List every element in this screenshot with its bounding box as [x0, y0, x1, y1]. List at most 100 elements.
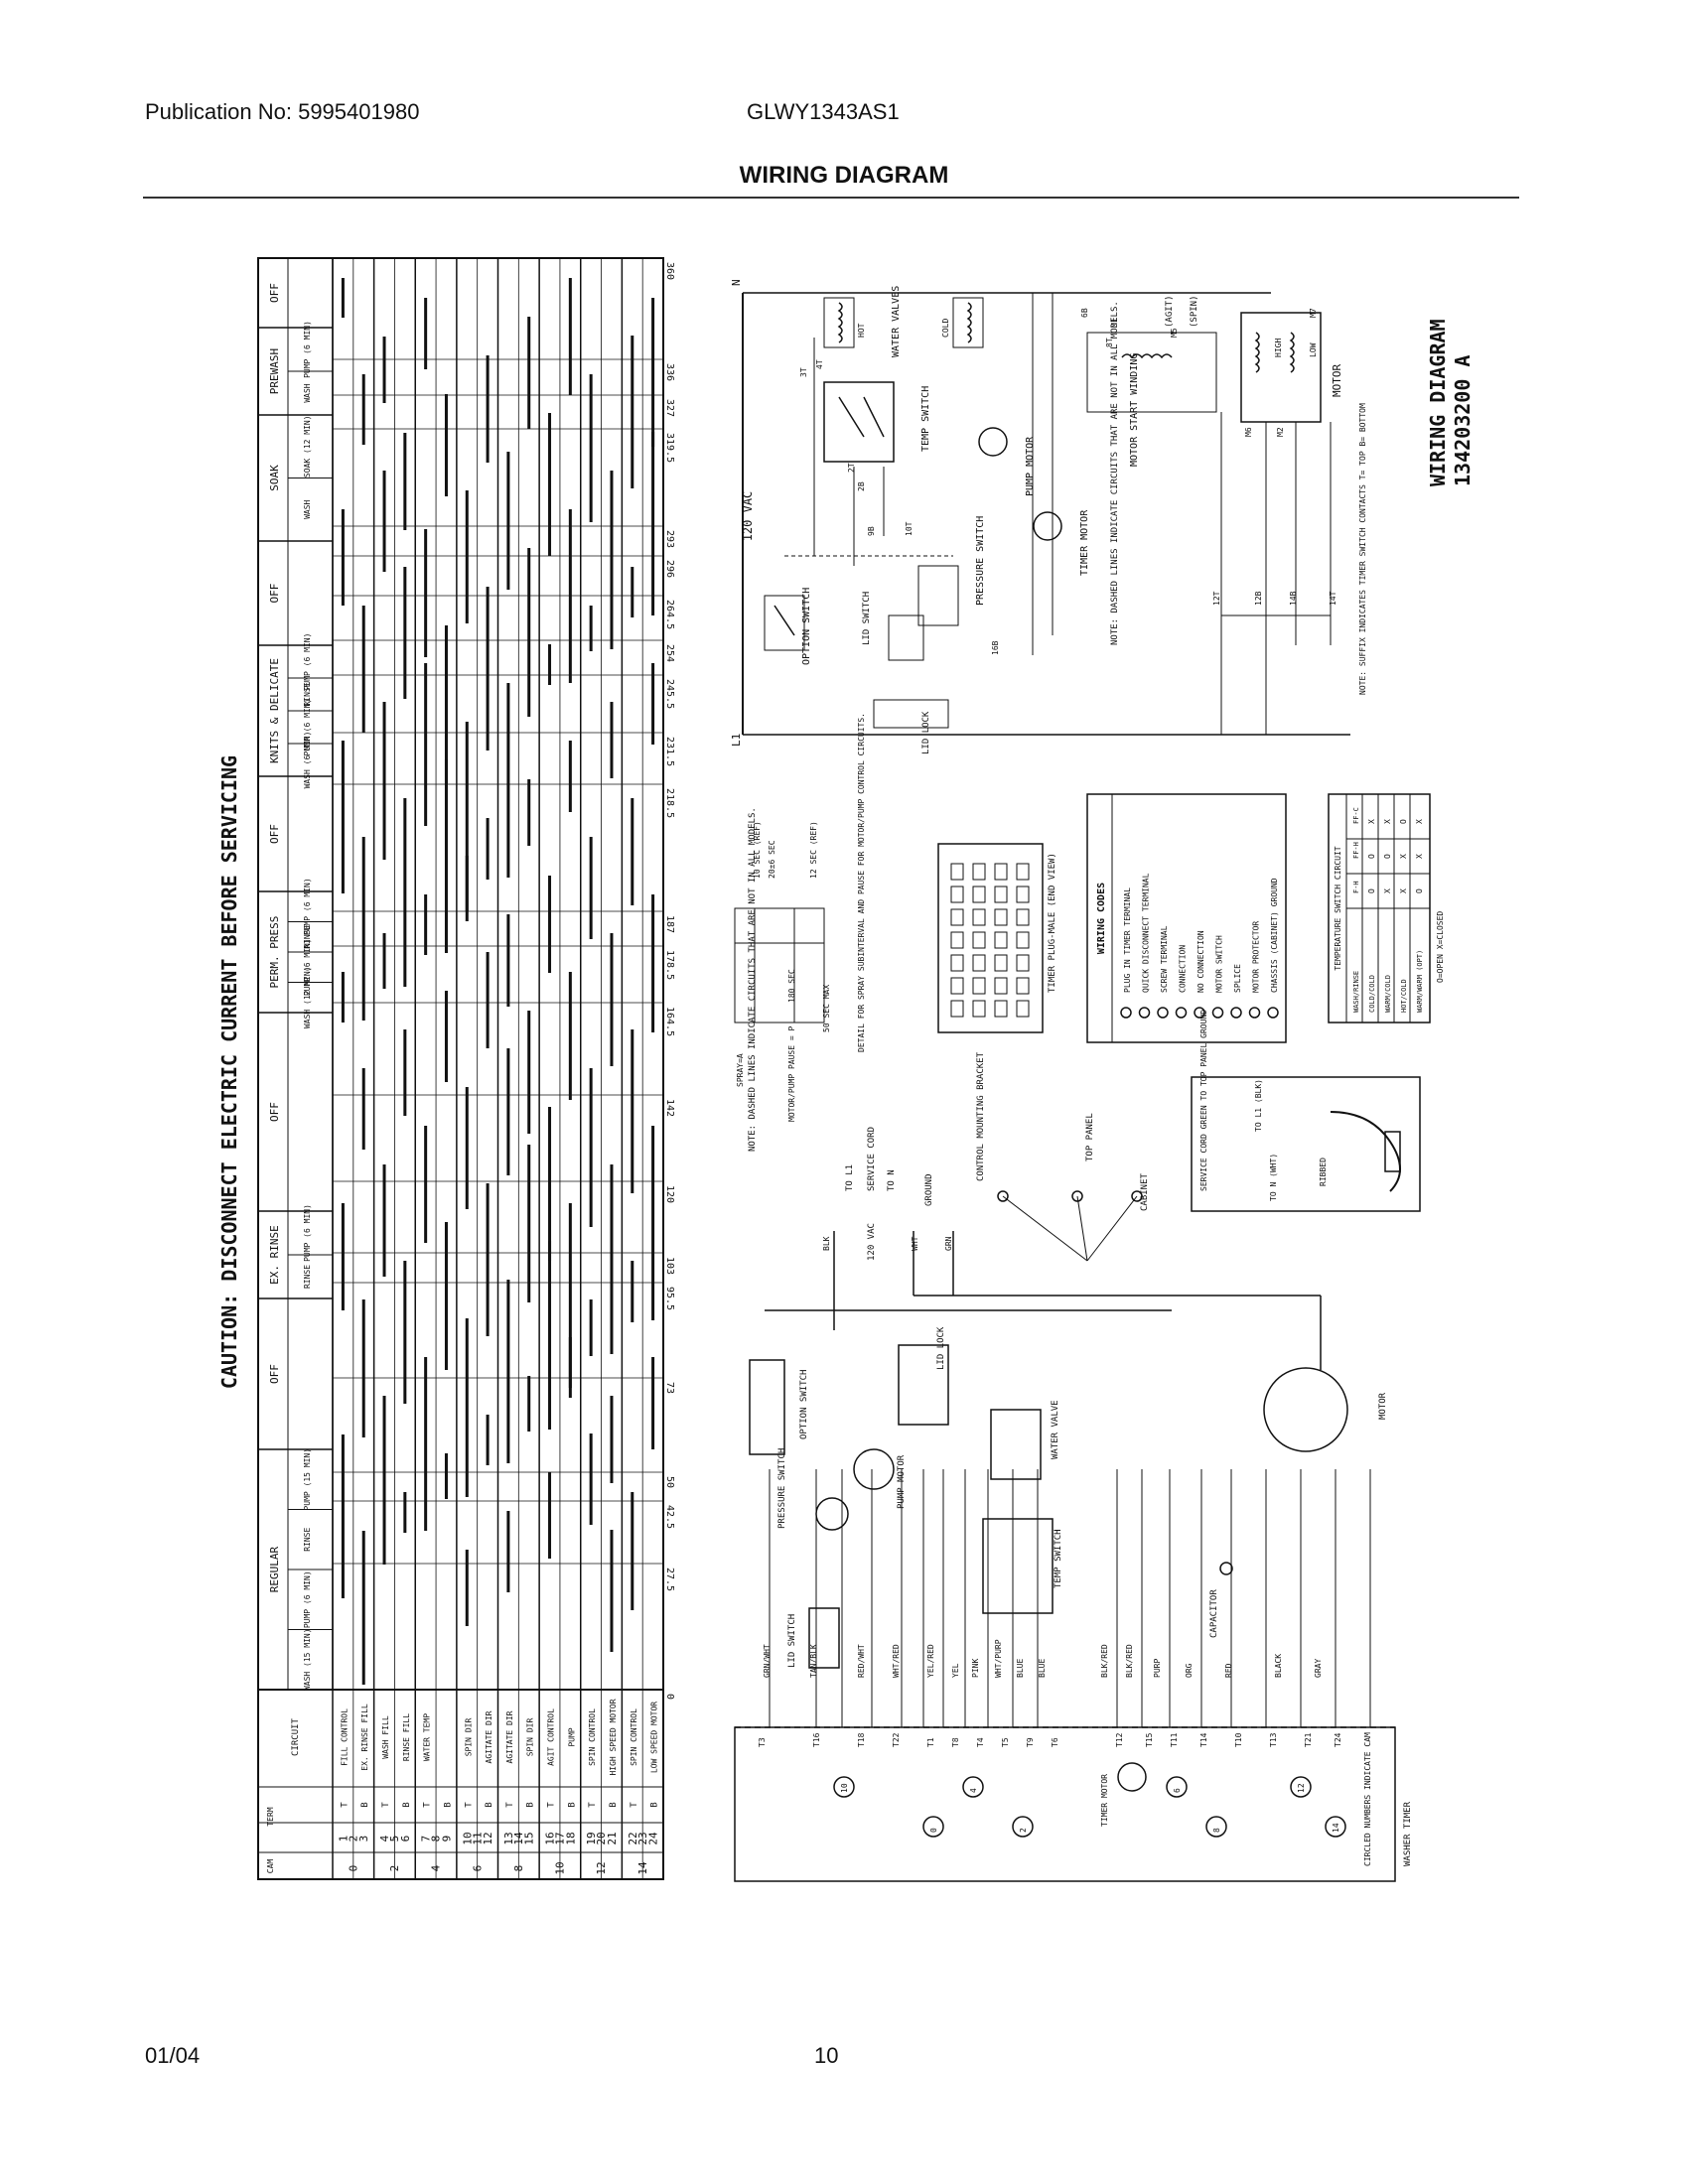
timer-plug-body	[937, 843, 1044, 1033]
plug-pin	[950, 886, 964, 903]
temp-table-cell: X	[1399, 854, 1408, 859]
top-panel-label: TOP PANEL	[1085, 1113, 1095, 1161]
timer-terminal-label: T10	[1234, 1732, 1243, 1747]
degree-label: 218.5	[664, 788, 675, 818]
wire-color-label: PINK	[971, 1659, 980, 1678]
timer-suffix-note: NOTE: SUFFIX INDICATES TIMER SWITCH CONT…	[1358, 403, 1367, 695]
wiring-code-symbol	[1157, 1007, 1169, 1019]
washer-timer-label: WASHER TIMER	[1403, 1801, 1413, 1866]
grn-label: GRN	[944, 1236, 953, 1251]
schematic-number: 134203200 A	[1451, 355, 1475, 486]
terminal-label: 2B	[857, 481, 866, 491]
wire-color-label: BLACK	[1274, 1654, 1283, 1678]
terminal-label: M6	[1244, 427, 1253, 437]
degree-label: 95.5	[664, 1287, 675, 1310]
blk-label: BLK	[822, 1236, 831, 1251]
spray-detail-text: DETAIL FOR SPRAY SUBINTERVAL AND PAUSE F…	[857, 713, 866, 1052]
wire-color-label: BLK/RED	[1100, 1644, 1109, 1678]
degree-label: 327	[664, 399, 675, 417]
pump-motor-label: PUMP MOTOR	[1025, 436, 1036, 496]
subcycle-label: PUMP (6 MIN)	[303, 699, 312, 756]
term-number: 19	[585, 1832, 598, 1844]
term-pair: 8	[430, 1836, 443, 1843]
term-number: 9	[440, 1836, 453, 1843]
timer-motor-symbol	[1117, 1762, 1147, 1792]
temp-table-cell: X	[1415, 819, 1424, 824]
hot-label: HOT	[857, 323, 866, 338]
cam-number: 8	[512, 1865, 525, 1872]
page-title: WIRING DIAGRAM	[739, 162, 949, 189]
terminal-label: 9B	[867, 526, 876, 536]
caution-text: CAUTION: DISCONNECT ELECTRIC CURRENT BEF…	[217, 755, 241, 1389]
line-l1-label: L1	[730, 734, 743, 747]
wire-color-label: RED	[1224, 1663, 1233, 1678]
terminal-label: M7	[1309, 308, 1318, 318]
high-label: HIGH	[1274, 339, 1283, 357]
wiring-code-symbol	[1120, 1007, 1132, 1019]
temp-table-col: FF-C	[1352, 807, 1360, 824]
subcycle-label: RINSE	[303, 1265, 312, 1289]
cam-circle	[1325, 1816, 1346, 1838]
timer-terminal-label: T13	[1269, 1732, 1278, 1747]
temp-table-col: F-H	[1352, 881, 1360, 893]
timer-terminal-label: T1	[926, 1737, 935, 1747]
plug-pin	[972, 886, 986, 903]
circuit-name: SPIN CONTROL	[630, 1708, 638, 1766]
contact-position: B	[443, 1802, 453, 1807]
cycle-name: OFF	[268, 824, 281, 844]
plug-pin	[972, 908, 986, 926]
timer-terminal-label: T22	[892, 1732, 901, 1747]
subcycle-label: PUMP (15 MIN)	[303, 1448, 312, 1511]
header-rule	[143, 197, 1519, 199]
wire-color-label: BLUE	[1038, 1659, 1047, 1678]
plug-pin	[1016, 908, 1030, 926]
wire-color-label: TAN/BLK	[809, 1644, 818, 1678]
cam-number: 8	[1212, 1828, 1221, 1833]
degree-label: 42.5	[664, 1505, 675, 1529]
term-number: 6	[399, 1836, 412, 1843]
wiring-code-item: SPLICE	[1233, 964, 1242, 993]
interval-180-sec: 180 SEC	[787, 969, 796, 1003]
plug-pin	[994, 863, 1008, 881]
plug-pin	[1016, 954, 1030, 972]
cam-circle	[1290, 1776, 1312, 1798]
spray-label: SPRAY=A	[736, 1053, 745, 1087]
terminal-label: 3T	[799, 367, 808, 377]
subcycle-label: PUMP (6 MIN)	[303, 1204, 312, 1262]
wiring-codes-title: WIRING CODES	[1096, 883, 1107, 954]
motor-low-coil	[1289, 332, 1295, 373]
timer-terminal-label: T11	[1170, 1732, 1179, 1747]
terminal-label: 4T	[815, 359, 824, 369]
model-number: GLWY1343AS1	[747, 99, 900, 124]
circuit-name: AGIT CONTROL	[547, 1708, 556, 1766]
plug-pin	[972, 1000, 986, 1018]
water-valve-box	[990, 1409, 1042, 1480]
motor-symbol	[1263, 1367, 1348, 1452]
timer-terminal-label: T9	[1026, 1737, 1035, 1747]
contact-position: T	[505, 1802, 515, 1808]
term-number: 16	[544, 1832, 557, 1844]
cord-ribbed: RIBBED	[1319, 1158, 1328, 1186]
wire-color-label: GRAY	[1314, 1659, 1323, 1678]
interval-12-sec: 12 SEC (REF)	[809, 821, 818, 879]
lid-switch-label: LID SWITCH	[787, 1614, 797, 1668]
plug-pin	[994, 886, 1008, 903]
term-number: 7	[420, 1836, 433, 1843]
contact-position: T	[464, 1802, 474, 1808]
wiring-code-symbol	[1230, 1007, 1242, 1019]
cam-number: 6	[471, 1865, 484, 1872]
cycle-name: EX. RINSE	[268, 1225, 281, 1285]
pressure-switch-symbol	[815, 1497, 849, 1531]
lower-vac-label: 120 VAC	[867, 1223, 877, 1261]
degree-label: 264.5	[664, 600, 675, 629]
wiring-code-item: CONNECTION	[1179, 945, 1188, 993]
footer-date: 01/04	[145, 2043, 201, 2068]
cycle-name: OFF	[268, 584, 281, 604]
pressure-switch-label: PRESSURE SWITCH	[777, 1448, 787, 1529]
temp-table-cell: X	[1415, 854, 1424, 859]
contact-position: T	[547, 1802, 557, 1808]
terminal-label: 2T	[847, 463, 856, 473]
